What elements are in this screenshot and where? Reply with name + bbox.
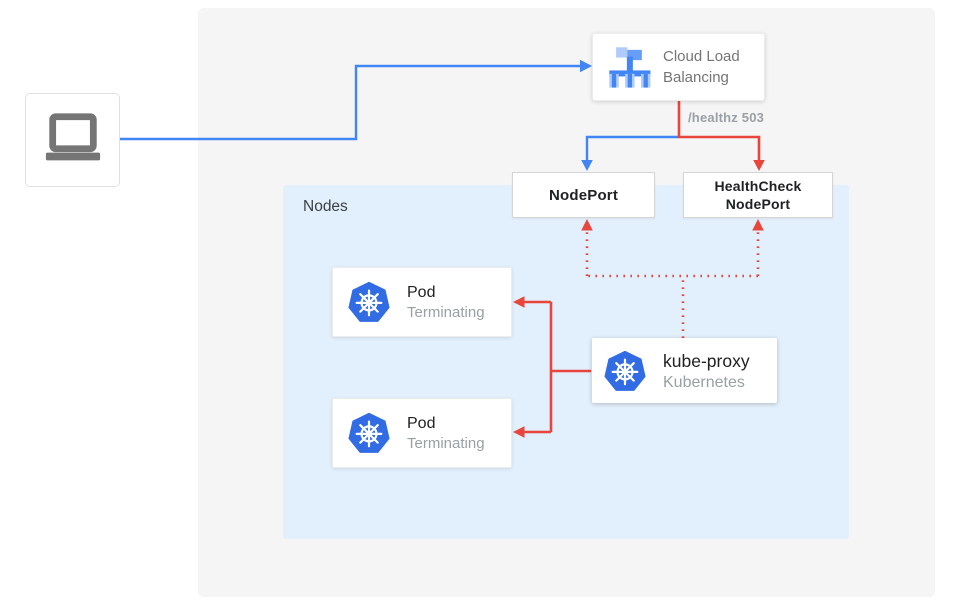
kubernetes-icon [348,412,390,453]
cloud-load-balancing-node: Cloud Load Balancing [592,33,765,101]
pod-text: Pod Terminating [407,413,485,454]
healthcheck-nodeport-node: HealthCheck NodePort [683,172,833,218]
pod-node-2: Pod Terminating [332,398,512,468]
pod-node-1: Pod Terminating [332,267,512,337]
pod-text: Pod Terminating [407,282,485,323]
kube-proxy-title: kube-proxy [663,350,750,371]
healthcheck-nodeport-label: HealthCheck NodePort [714,178,802,212]
pod-status: Terminating [407,434,485,452]
pod-title: Pod [407,283,436,301]
laptop-icon [45,113,100,161]
client-node [25,93,120,187]
cloud-load-balancing-icon [609,47,651,88]
pod-title: Pod [407,414,436,432]
nodeport-node: NodePort [512,172,655,218]
nodeport-label: NodePort [548,186,619,204]
kubernetes-icon [348,281,390,322]
nodes-group-label: Nodes [303,198,348,215]
kube-proxy-text: kube-proxy Kubernetes [663,349,750,393]
kube-proxy-node: kube-proxy Kubernetes [592,338,777,403]
kube-proxy-subtitle: Kubernetes [663,373,745,391]
healthz-status-label: /healthz 503 [688,110,765,125]
pod-status: Terminating [407,303,485,321]
kubernetes-icon [604,350,646,391]
cloud-load-balancing-label: Cloud Load Balancing [663,48,740,86]
